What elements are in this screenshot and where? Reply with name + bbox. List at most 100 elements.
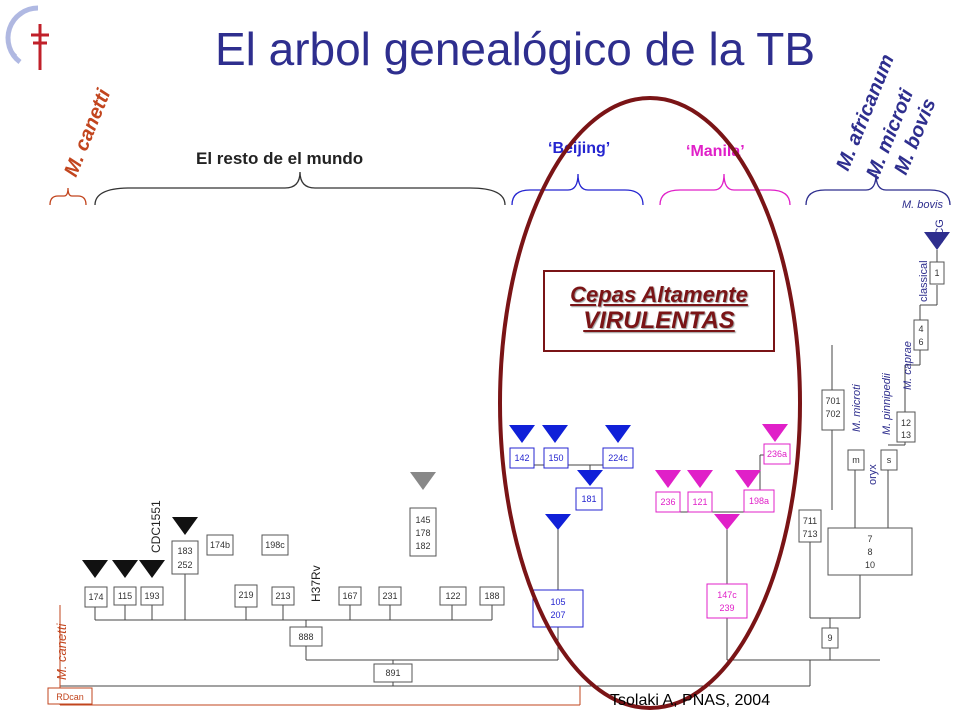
svg-text:13: 13: [901, 430, 911, 440]
node-198a: 198a: [743, 489, 775, 513]
node-s: s: [880, 449, 898, 471]
oryx-label: oryx: [867, 464, 879, 485]
node-891: 891: [373, 663, 413, 683]
svg-text:213: 213: [275, 591, 290, 601]
svg-text:145: 145: [415, 515, 430, 525]
h37rv-label: H37Rv: [309, 565, 323, 602]
manila-tips: [655, 424, 788, 530]
svg-text:10: 10: [865, 560, 875, 570]
node-145: 145 178 182: [409, 507, 437, 557]
virulent-highlight-ellipse: [498, 96, 802, 710]
bcg-tip: [924, 232, 950, 250]
node-1: 1: [929, 261, 945, 285]
microti-small-label: M. microti: [851, 384, 863, 432]
svg-text:8: 8: [867, 547, 872, 557]
node-231: 231: [378, 586, 402, 606]
svg-text:147c: 147c: [717, 590, 737, 600]
node-181: 181: [575, 487, 603, 511]
svg-text:236: 236: [660, 497, 675, 507]
svg-text:150: 150: [548, 453, 563, 463]
svg-text:178: 178: [415, 528, 430, 538]
logo-icon: [5, 5, 49, 70]
citation: Tsolaki A, PNAS, 2004: [610, 692, 771, 709]
node-147c: 147c 239: [706, 583, 748, 619]
virulent-strains-callout: Cepas Altamente VIRULENTAS: [543, 270, 775, 352]
svg-text:236a: 236a: [767, 449, 787, 459]
node-122: 122: [439, 586, 467, 606]
svg-text:182: 182: [415, 541, 430, 551]
callout-line-2: VIRULENTAS: [583, 307, 735, 334]
svg-text:s: s: [887, 455, 892, 465]
svg-text:167: 167: [342, 591, 357, 601]
svg-text:RDcan: RDcan: [56, 692, 84, 702]
svg-text:198a: 198a: [749, 496, 769, 506]
rest-of-world-label: El resto de el mundo: [196, 149, 363, 168]
canetti-label: M. canetti: [60, 86, 115, 180]
node-213: 213: [271, 586, 295, 606]
node-167: 167: [338, 586, 362, 606]
svg-text:122: 122: [445, 591, 460, 601]
node-150: 150: [543, 447, 569, 469]
beijing-brace: [511, 173, 644, 206]
pinnipedii-label: M. pinnipedii: [881, 373, 893, 435]
node-188: 188: [479, 586, 505, 606]
svg-text:252: 252: [177, 560, 192, 570]
svg-text:231: 231: [382, 591, 397, 601]
node-121: 121: [687, 491, 713, 513]
svg-text:4: 4: [918, 324, 923, 334]
svg-text:239: 239: [719, 603, 734, 613]
beijing-label: ‘Beijing’: [548, 140, 610, 157]
svg-text:142: 142: [514, 453, 529, 463]
svg-text:701: 701: [825, 396, 840, 406]
cdc1551-label: CDC1551: [149, 500, 163, 553]
h37rv-tip: [410, 472, 436, 490]
tree-branches: [60, 250, 938, 687]
rest-brace: [94, 171, 506, 206]
bovis-small-label: M. bovis: [902, 199, 943, 211]
svg-text:891: 891: [385, 668, 400, 678]
svg-text:713: 713: [802, 529, 817, 539]
page-title: El arbol genealógico de la TB: [214, 23, 816, 75]
beijing-tips: [509, 425, 631, 530]
caprae-label: M. caprae: [902, 341, 914, 390]
lineage-tips: [82, 517, 198, 578]
svg-text:207: 207: [550, 610, 565, 620]
svg-text:888: 888: [298, 632, 313, 642]
callout-line-1: Cepas Altamente: [570, 282, 748, 307]
node-198c: 198c: [261, 534, 289, 556]
manila-brace: [659, 173, 791, 206]
node-m: m: [847, 449, 865, 471]
node-174b: 174b: [206, 534, 234, 556]
animal-brace: [805, 173, 951, 206]
bcg-label: BCG: [934, 219, 946, 243]
svg-text:219: 219: [238, 590, 253, 600]
svg-text:12: 12: [901, 418, 911, 428]
node-193: 193: [140, 586, 164, 606]
svg-text:6: 6: [918, 337, 923, 347]
svg-text:224c: 224c: [608, 453, 628, 463]
svg-text:181: 181: [581, 494, 596, 504]
svg-text:193: 193: [144, 591, 159, 601]
svg-text:711: 711: [803, 516, 817, 526]
node-236a: 236a: [763, 443, 791, 465]
canetti-brace: [49, 187, 87, 206]
svg-text:1: 1: [934, 268, 939, 278]
svg-text:198c: 198c: [265, 540, 285, 550]
svg-text:121: 121: [692, 497, 707, 507]
svg-text:702: 702: [825, 409, 840, 419]
node-224c: 224c: [602, 447, 634, 469]
svg-text:115: 115: [118, 591, 132, 601]
canetti-side-label: M. canetti: [54, 623, 69, 680]
svg-text:105: 105: [550, 597, 565, 607]
node-236: 236: [655, 491, 681, 513]
svg-text:9: 9: [827, 633, 832, 643]
node-115: 115: [113, 586, 137, 606]
node-142: 142: [509, 447, 535, 469]
svg-text:m: m: [852, 455, 860, 465]
svg-text:174: 174: [88, 592, 103, 602]
node-888: 888: [289, 626, 323, 647]
